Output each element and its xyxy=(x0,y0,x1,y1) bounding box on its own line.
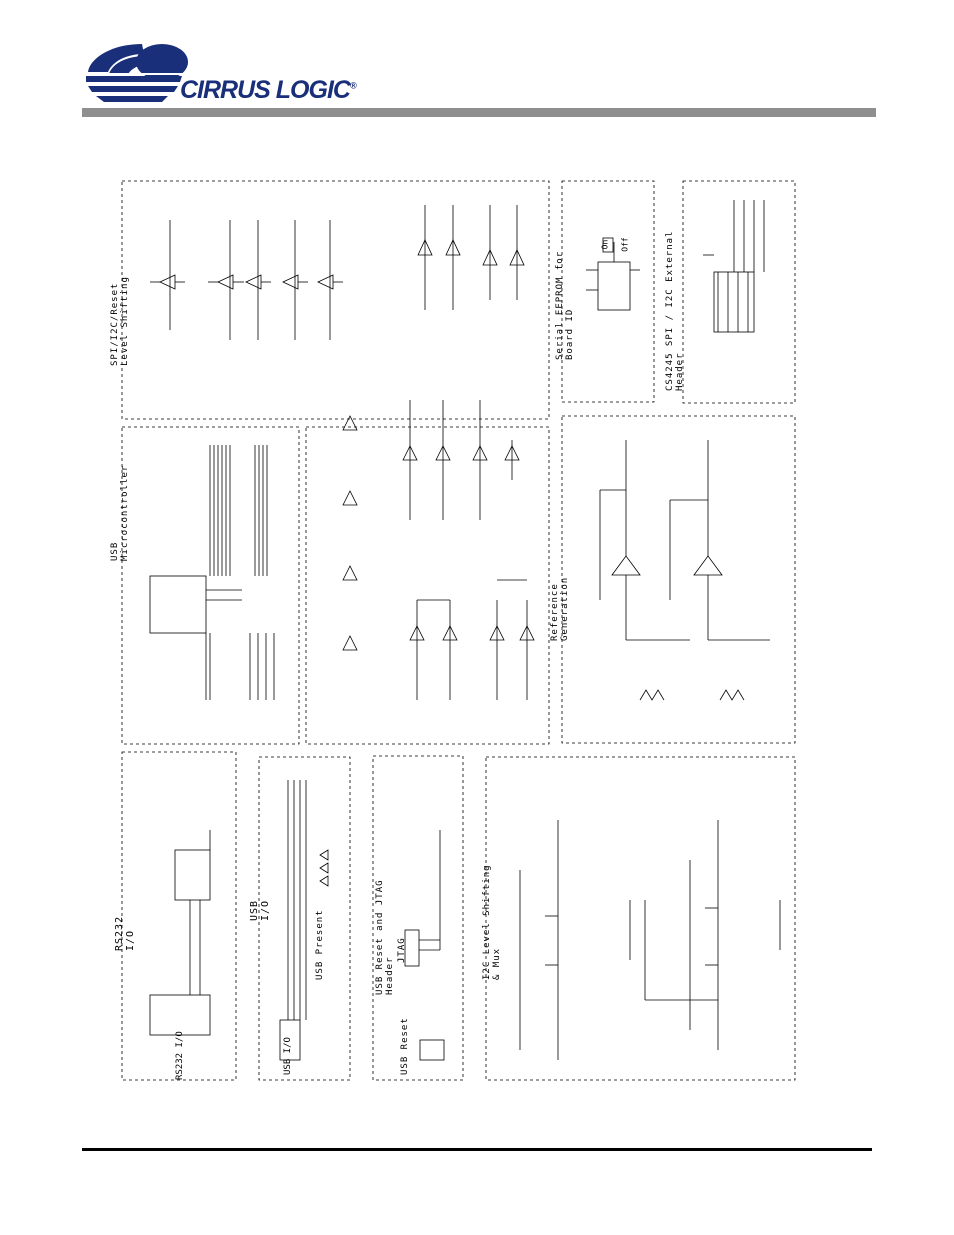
box-usb-io xyxy=(258,756,351,1081)
box-serial-eeprom xyxy=(561,180,655,403)
brand-name: CIRRUS LOGIC® xyxy=(180,76,357,104)
label-eeprom-off: Off xyxy=(620,237,630,252)
usb-connector xyxy=(279,1019,301,1061)
box-cs4245-header xyxy=(682,180,796,404)
label-usb-micro: USB Microcontroller xyxy=(110,464,130,561)
cs4245-header-pins xyxy=(703,200,765,333)
label-reference-gen: Reference Generation xyxy=(550,576,570,641)
label-jtag: JTAG xyxy=(397,937,407,963)
eeprom-chip xyxy=(597,261,631,311)
label-usb-io-connector: USB I/O xyxy=(283,1037,293,1075)
microcontroller-chip xyxy=(149,575,207,634)
label-rs232: RS232 I/O xyxy=(114,915,136,951)
label-usb-reset: USB Reset xyxy=(400,1017,410,1075)
box-logic-buffers xyxy=(305,426,550,745)
box-usb-reset-jtag xyxy=(372,755,464,1081)
label-eeprom-on: On xyxy=(600,239,610,250)
header-bar xyxy=(82,108,876,117)
box-reference-gen xyxy=(561,415,796,744)
label-cs4245-header: CS4245 SPI / I2C External Header xyxy=(665,230,685,391)
box-i2c-level-shift xyxy=(485,756,796,1081)
box-spi-level-shift xyxy=(121,180,550,420)
box-rs232 xyxy=(121,751,237,1081)
cirrus-logic-logo xyxy=(82,42,362,108)
max3232-chip xyxy=(174,849,211,901)
footer-rule xyxy=(82,1148,872,1151)
label-usb-io: USB I/O xyxy=(249,899,271,921)
i2c-mosfets xyxy=(519,820,781,1060)
spi-buffers xyxy=(150,205,525,340)
reset-switch xyxy=(419,1039,445,1061)
reference-opamps xyxy=(599,440,770,701)
box-usb-micro xyxy=(121,426,300,745)
label-i2c-level-shift: I2C Level Shifting & Mux xyxy=(482,864,502,980)
logic-buffers xyxy=(342,400,535,700)
label-usb-present: USB Present xyxy=(315,909,325,980)
db9-connector xyxy=(149,994,211,1036)
label-rs232-connector: RS232 I/O xyxy=(175,1031,185,1080)
label-spi-level-shift: SPI/I2C/Reset Level Shifting xyxy=(110,276,130,366)
label-serial-eeprom: Serial EEPROM for Board ID xyxy=(555,250,575,360)
jtag-header xyxy=(404,929,420,967)
label-usb-reset-jtag: USB Reset and JTAG Header xyxy=(375,879,395,995)
